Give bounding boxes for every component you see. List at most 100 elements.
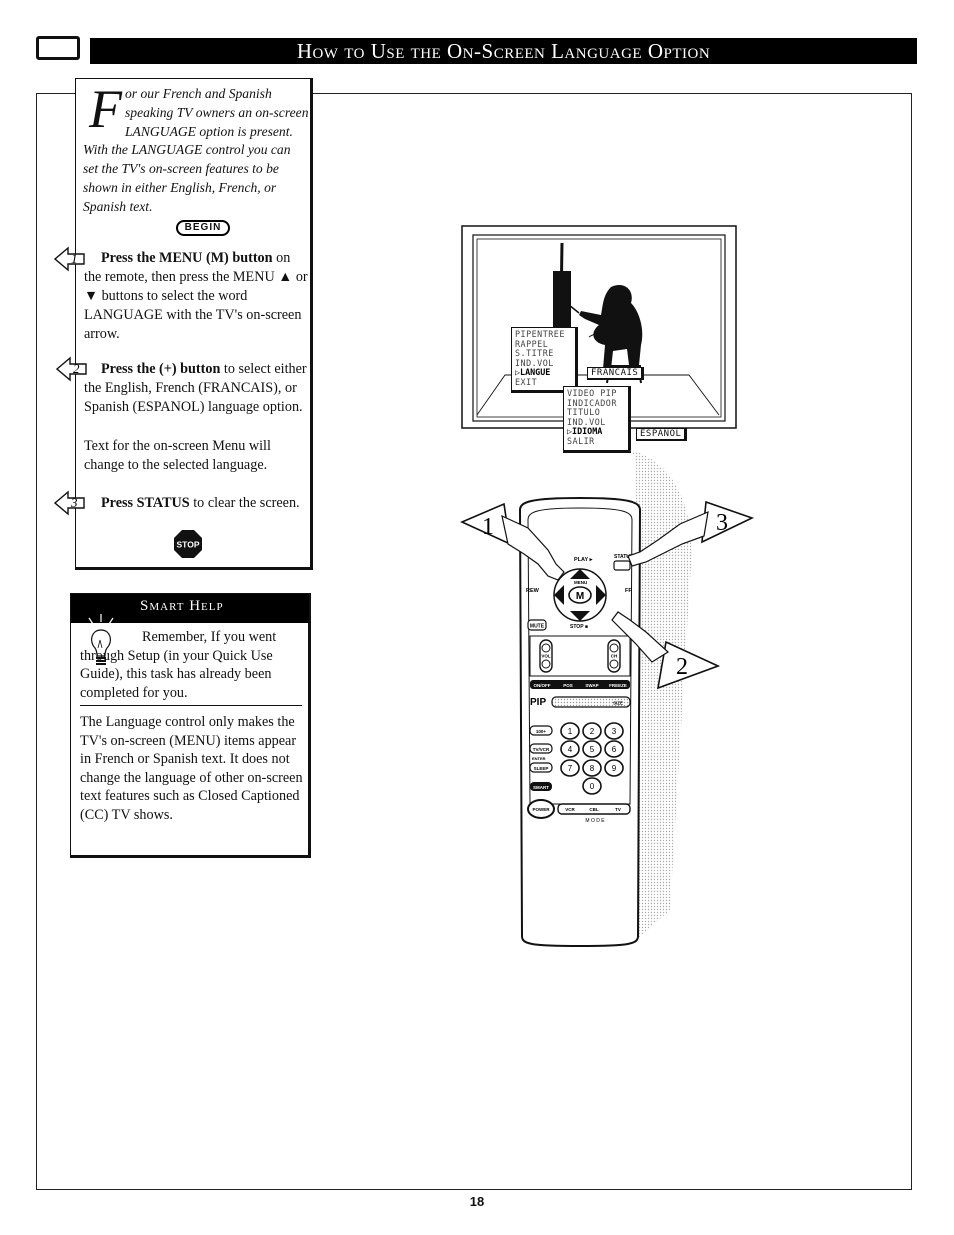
digit-button-1[interactable] — [560, 722, 580, 740]
digit-8-label: 8 — [590, 764, 595, 773]
volume-rocker[interactable] — [539, 639, 553, 673]
channel-rocker[interactable] — [607, 639, 621, 673]
100-plus-button[interactable] — [529, 725, 553, 736]
step-3-number: 3 — [70, 495, 78, 510]
digit-button-4[interactable] — [560, 740, 580, 758]
mode-label: M O D E — [585, 818, 605, 824]
spanish-menu-selected: ▷IDIOMA — [567, 427, 625, 437]
step-2-arrow-icon: 2 — [56, 356, 102, 382]
spanish-menu: VIDEO PIP INDICADOR TITULO IND.VOL ▷IDIO… — [563, 386, 631, 453]
step-1-arrow-icon: 1 — [54, 246, 100, 272]
play-label: PLAY ▸ — [574, 557, 594, 563]
digit-6-label: 6 — [612, 745, 617, 754]
dpad-right-icon[interactable] — [596, 585, 606, 605]
pointing-hand-1-icon — [501, 514, 565, 581]
100-plus-label: 100+ — [536, 729, 547, 734]
status-label: STATUS — [614, 554, 634, 560]
pip-pos-label: POS — [563, 683, 573, 688]
pip-button-row[interactable] — [530, 680, 630, 689]
power-label: POWER — [532, 807, 550, 812]
mute-button[interactable] — [527, 619, 547, 631]
digit-button-8[interactable] — [582, 759, 602, 777]
menu-arrow-icon: ▷ — [567, 426, 573, 437]
french-menu-item: EXIT — [515, 376, 538, 387]
smart-help-paragraph-1: Remember, If you went through Setup (in … — [80, 628, 304, 702]
french-menu-selected-label: LANGUE — [520, 367, 551, 378]
digit-5-label: 5 — [590, 745, 595, 754]
mode-vcr-label: VCR — [565, 807, 575, 812]
pip-onoff-label: ON/OFF — [534, 683, 551, 688]
mute-label: MUTE — [530, 624, 545, 630]
step-1-number: 1 — [71, 251, 78, 266]
dpad-down-icon[interactable] — [570, 611, 590, 621]
pip-size-label: SIZE — [613, 701, 623, 706]
page-title: How to Use the On-Screen Language Option — [90, 38, 917, 64]
rew-label: REW — [526, 588, 540, 594]
digit-button-6[interactable] — [604, 740, 624, 758]
smart-label: SMART — [533, 785, 549, 790]
mode-cbl-label: CBL — [589, 807, 598, 812]
french-menu: PIPENTREE RAPPEL S.TITRE IND.VOL ▷LANGUE… — [511, 327, 578, 393]
french-menu-item: IND.VOL — [515, 357, 554, 368]
lightbulb-icon — [88, 614, 114, 665]
smart-button[interactable] — [530, 782, 552, 791]
vol-label: VOL — [541, 654, 551, 659]
smart-help-divider — [80, 705, 302, 706]
callout-3-number: 3 — [716, 510, 728, 536]
french-menu-item: PIPENTREE — [515, 329, 565, 339]
digit-button-7[interactable] — [560, 759, 580, 777]
smart-help-paragraph-2: The Language control only makes the TV's… — [80, 714, 303, 823]
digit-button-0[interactable] — [582, 777, 602, 795]
digit-button-2[interactable] — [582, 722, 602, 740]
pointing-hand-2-icon — [611, 611, 669, 663]
digit-7-label: 7 — [568, 764, 573, 773]
pip-freeze-label: FREEZE — [609, 683, 627, 688]
spanish-menu-item: INDICADOR — [567, 397, 617, 408]
dpad-left-icon[interactable] — [554, 585, 564, 605]
smart-help-text-1: Remember, If you went through Setup (in … — [80, 629, 277, 701]
digit-0-label: 0 — [590, 782, 595, 791]
spanish-menu-selected-label: IDIOMA — [572, 426, 603, 437]
french-menu-item: S.TITRE — [515, 348, 554, 359]
callout-2-arrow-icon — [656, 640, 721, 690]
step-3-rest: to clear the screen. — [189, 495, 300, 511]
stop-sign-icon: STOP — [174, 530, 202, 558]
digit-button-5[interactable] — [582, 740, 602, 758]
dpad-up-icon[interactable] — [570, 569, 590, 579]
step-1-bold: Press the MENU (M) button — [101, 250, 273, 266]
ff-label: FF — [625, 588, 632, 594]
stop-label: STOP — [177, 540, 200, 550]
power-button[interactable] — [527, 799, 555, 819]
step-2-number: 2 — [73, 361, 80, 376]
digit-4-label: 4 — [568, 745, 573, 754]
status-button[interactable] — [613, 560, 631, 571]
pip-swap-label: SWAP — [585, 683, 598, 688]
step-2-text: Press the (+) button to select either th… — [84, 360, 310, 417]
digit-2-label: 2 — [590, 727, 595, 736]
step-2-rest: to select either the English, French (FR… — [84, 361, 307, 415]
digit-9-label: 9 — [612, 764, 617, 773]
pointing-hand-3-icon — [627, 511, 709, 567]
espanol-option: ESPANOL — [636, 428, 688, 441]
step-3-bold: Press STATUS — [101, 495, 190, 511]
callout-2-number: 2 — [676, 654, 688, 680]
callout-1-number: 1 — [482, 514, 494, 540]
digit-button-9[interactable] — [604, 759, 624, 777]
begin-badge: BEGIN — [176, 220, 230, 236]
digit-1-label: 1 — [568, 727, 573, 736]
menu-arrow-icon: ▷ — [515, 367, 521, 378]
step-3-arrow-icon: 3 — [54, 490, 100, 516]
pip-size-button[interactable] — [551, 696, 631, 708]
sleep-label: SLEEP — [534, 766, 549, 771]
digit-button-3[interactable] — [604, 722, 624, 740]
spanish-menu-item: SALIR — [567, 435, 595, 446]
menu-m-button[interactable] — [568, 586, 592, 604]
smart-help-title: Smart Help — [140, 598, 224, 614]
sleep-button[interactable] — [529, 762, 553, 773]
step-1-rest: on the remote, then press the MENU ▲ or … — [84, 250, 308, 342]
mode-buttons[interactable] — [557, 803, 631, 815]
french-menu-item: RAPPEL — [515, 338, 549, 349]
tv-vcr-button[interactable] — [529, 743, 553, 754]
